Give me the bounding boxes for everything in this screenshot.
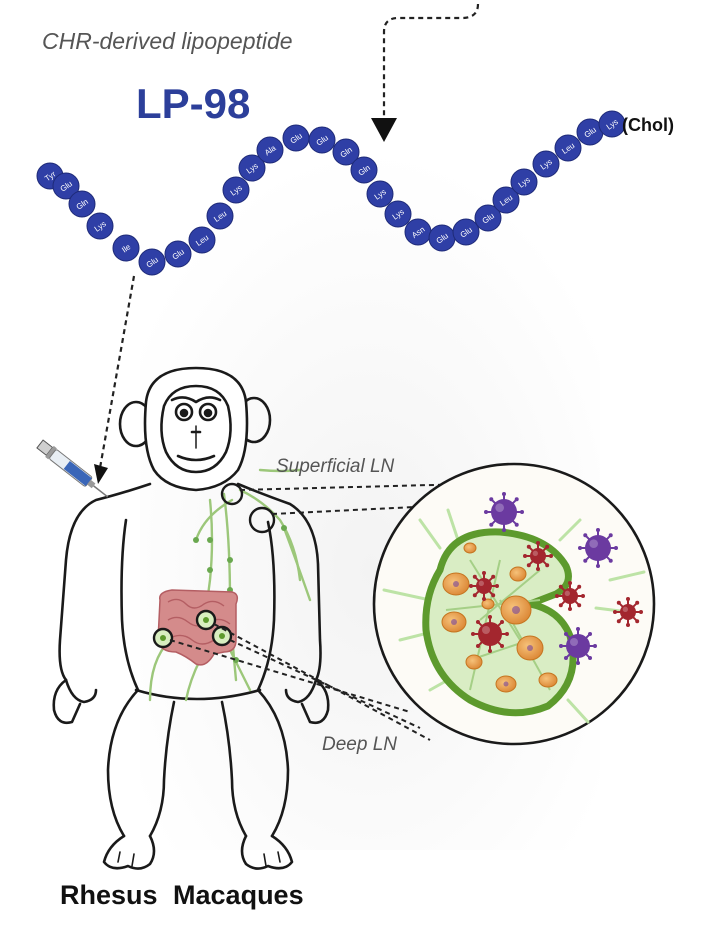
subtitle: CHR-derived lipopeptide [42,28,293,54]
residue-bead [52,172,80,200]
page-title: LP-98 [136,80,251,127]
lymph-node-zoom [372,462,656,746]
injection-dashed-line [98,275,136,469]
residue-bead [554,134,582,162]
residue-bead [492,186,520,214]
residue-bead [188,226,216,254]
residue-bead [164,240,192,268]
deep-ln-dot [203,617,209,623]
deep-ln-dot [219,633,225,639]
residue-bead [256,136,284,164]
cholesterol-label: (Chol) [622,115,674,135]
residue-bead [138,248,166,276]
virus-icon [578,528,618,568]
residue-bead [366,180,394,208]
virus-icon [559,627,597,665]
residue-bead [350,156,378,184]
deep-ln-label: Deep LN [322,734,397,755]
residue-bead [112,234,140,262]
virus-icon [484,492,524,532]
residue-bead [510,168,538,196]
monkey-outline [52,366,330,870]
residue-bead [238,154,266,182]
residue-bead [598,110,626,138]
top-dashed-arrow [382,3,480,122]
deep-ln-dot [160,635,166,641]
residue-bead [222,176,250,204]
residue-bead [206,202,234,230]
top-arrowhead [371,118,397,142]
residue-bead [308,126,336,154]
residue-bead [68,190,96,218]
virus-icon [613,597,643,627]
residue-bead [332,138,360,166]
virus-icon [555,581,585,611]
injection-arrowhead [94,464,108,484]
residue-bead [384,200,412,228]
zoom-connectors [169,483,471,741]
species-label: Rhesus Macaques [60,880,304,910]
syringe-icon [36,439,109,498]
residue-bead [474,204,502,232]
virus-icon [471,615,509,653]
residue-bead [452,218,480,246]
superficial-ln-label: Superficial LN [276,456,395,477]
residue-bead [86,212,114,240]
virus-icon [523,541,553,571]
residue-bead [532,150,560,178]
virus-icon [469,571,499,601]
